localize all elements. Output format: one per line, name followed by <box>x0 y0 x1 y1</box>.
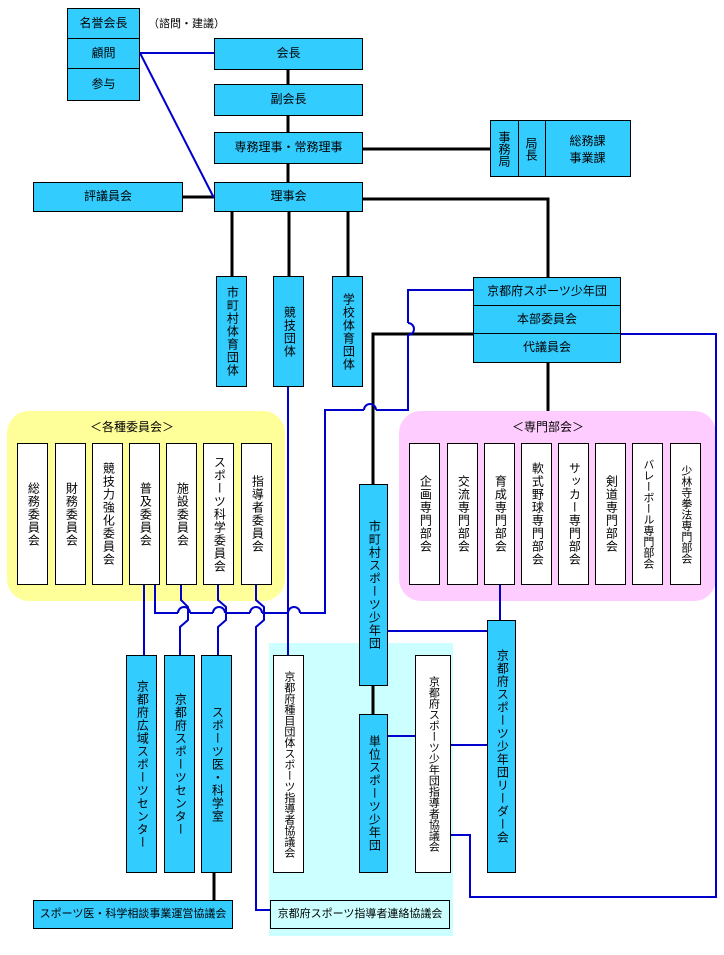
committee-promotion: 普及委員会 <box>129 443 160 585</box>
medical-consultation-council-box: スポーツ医・科学相談事業運営協議会 <box>33 900 233 929</box>
committee-bus-hop3 <box>249 606 263 614</box>
unit-youth-box: 単位スポーツ少年団 <box>359 714 388 873</box>
medical-room-link <box>217 585 227 655</box>
departments-title: ＜専門部会＞ <box>512 420 585 434</box>
department-baseball: 軟式野球専門部会 <box>521 443 552 585</box>
department-kendo: 剣道専門部会 <box>595 443 626 585</box>
instructors-liaison-council-box: 京都府スポーツ指導者連絡協議会 <box>270 900 450 929</box>
youth-delegates-box: 代議員会 <box>473 333 621 363</box>
department-development: 育成専門部会 <box>484 443 515 585</box>
secretariat-cell-sections: 総務課 事業課 <box>569 133 606 165</box>
secretariat-box: 事務局 局長 総務課 事業課 <box>490 120 631 177</box>
committee-bus-hop2 <box>212 606 226 614</box>
department-soccer: サッカー専門部会 <box>558 443 589 585</box>
event-instructors-council-box: 京都府種目団体スポーツ指導者協議会 <box>273 655 304 873</box>
sports-medicine-room-box: スポーツ医・科学室 <box>201 655 232 873</box>
committee-bus-a <box>154 585 178 614</box>
advisor-box: 顧問 <box>67 38 140 69</box>
youth-instructors-council-box: 京都府スポーツ少年団指導者協議会 <box>415 655 451 873</box>
secretariat-cell-office: 事務局 <box>491 121 519 176</box>
department-shorinji: 少林寺拳法専門部会 <box>670 443 701 585</box>
committee-general-affairs: 総務委員会 <box>17 443 48 585</box>
branch-municipal-pe: 市町村体育団体 <box>216 276 247 387</box>
department-exchange: 交流専門部会 <box>447 443 478 585</box>
honorary-president-box: 名誉会長 <box>67 8 140 39</box>
committees-title: ＜各種委員会＞ <box>90 420 175 434</box>
youth-loop-hop3 <box>287 606 301 614</box>
blue-connectors <box>139 52 717 911</box>
councillors-box: 評議員会 <box>33 182 183 212</box>
youth-committee-box: 本部委員会 <box>473 305 621 334</box>
youth-loop-hop2 <box>363 403 377 411</box>
board-to-youth <box>363 197 550 277</box>
delegates-loop <box>451 333 717 898</box>
branch-sports-orgs: 競技団体 <box>273 276 304 387</box>
department-planning: 企画専門部会 <box>409 443 440 585</box>
secretariat-cell-director: 局長 <box>518 121 546 176</box>
municipal-youth-box: 市町村スポーツ少年団 <box>359 484 388 686</box>
committee-sports-science: スポーツ科学委員会 <box>203 443 234 585</box>
executive-directors-box: 専務理事・常務理事 <box>214 132 363 164</box>
branch-school-pe: 学校体育団体 <box>332 276 363 387</box>
committee-instructors: 指導者委員会 <box>241 443 272 585</box>
youth-org-box: 京都府スポーツ少年団 <box>473 277 621 306</box>
youth-to-municipal <box>371 332 473 484</box>
vice-president-box: 副会長 <box>214 84 363 116</box>
center-link <box>179 585 189 655</box>
president-box: 会長 <box>214 38 363 70</box>
sports-center-box: 京都府スポーツセンター <box>164 655 195 873</box>
youth-loop-b <box>376 335 409 411</box>
youth-loop-hop <box>407 322 415 336</box>
committee-bus-hop <box>177 606 191 614</box>
advisor-to-board <box>139 52 215 199</box>
counselor-box: 参与 <box>67 68 140 101</box>
youth-loop-a <box>407 289 473 323</box>
regional-sports-center-box: 京都府広域スポーツセンター <box>126 655 157 873</box>
youth-leaders-box: 京都府スポーツ少年団リーダー会 <box>487 620 516 873</box>
committee-competitiveness: 競技力強化委員会 <box>92 443 123 585</box>
committee-finance: 財務委員会 <box>55 443 86 585</box>
board-box: 理事会 <box>214 182 363 212</box>
advisory-note: （諮問・建議） <box>148 17 225 30</box>
youth-loop-c <box>300 409 364 614</box>
committee-facilities: 施設委員会 <box>166 443 197 585</box>
instructor-link <box>255 585 270 911</box>
department-volleyball: バレーボール専門部会 <box>632 443 663 585</box>
